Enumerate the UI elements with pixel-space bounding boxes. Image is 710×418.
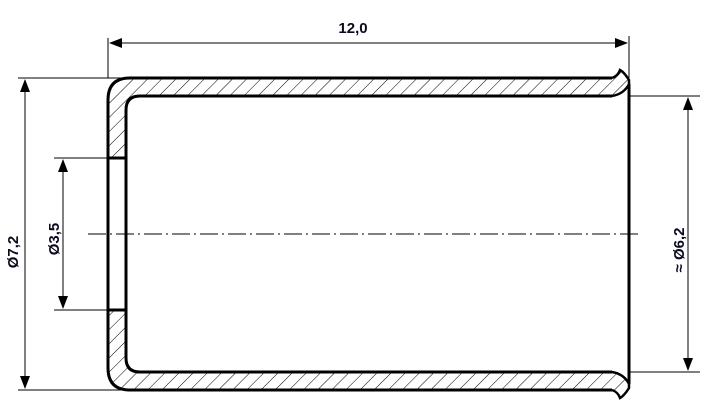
- outer-diameter-label: Ø7,2: [5, 236, 22, 269]
- arrow-down-icon: [20, 376, 30, 389]
- outer-contour: [106, 76, 612, 392]
- length-label: 12,0: [338, 20, 367, 37]
- cup-section: [106, 68, 631, 400]
- dimension-hole-diameter: Ø3,5: [46, 157, 108, 311]
- dimension-outer-diameter: Ø7,2: [5, 77, 130, 391]
- dimension-length: 12,0: [107, 20, 630, 78]
- arrow-down-icon: [683, 358, 693, 371]
- arrow-up-icon: [58, 159, 68, 172]
- section-lower: [108, 310, 629, 398]
- dimension-inner-diameter: ≈ Ø6,2: [630, 95, 700, 373]
- arrow-left-icon: [109, 38, 122, 48]
- arrow-right-icon: [615, 38, 628, 48]
- section-upper: [108, 70, 629, 158]
- arrow-down-icon: [58, 296, 68, 309]
- arrow-up-icon: [20, 79, 30, 92]
- lip-top: [611, 68, 631, 98]
- inner-diameter-label: ≈ Ø6,2: [671, 228, 688, 273]
- lip-bottom: [611, 370, 631, 400]
- hole-diameter-label: Ø3,5: [46, 223, 63, 256]
- arrow-up-icon: [683, 97, 693, 110]
